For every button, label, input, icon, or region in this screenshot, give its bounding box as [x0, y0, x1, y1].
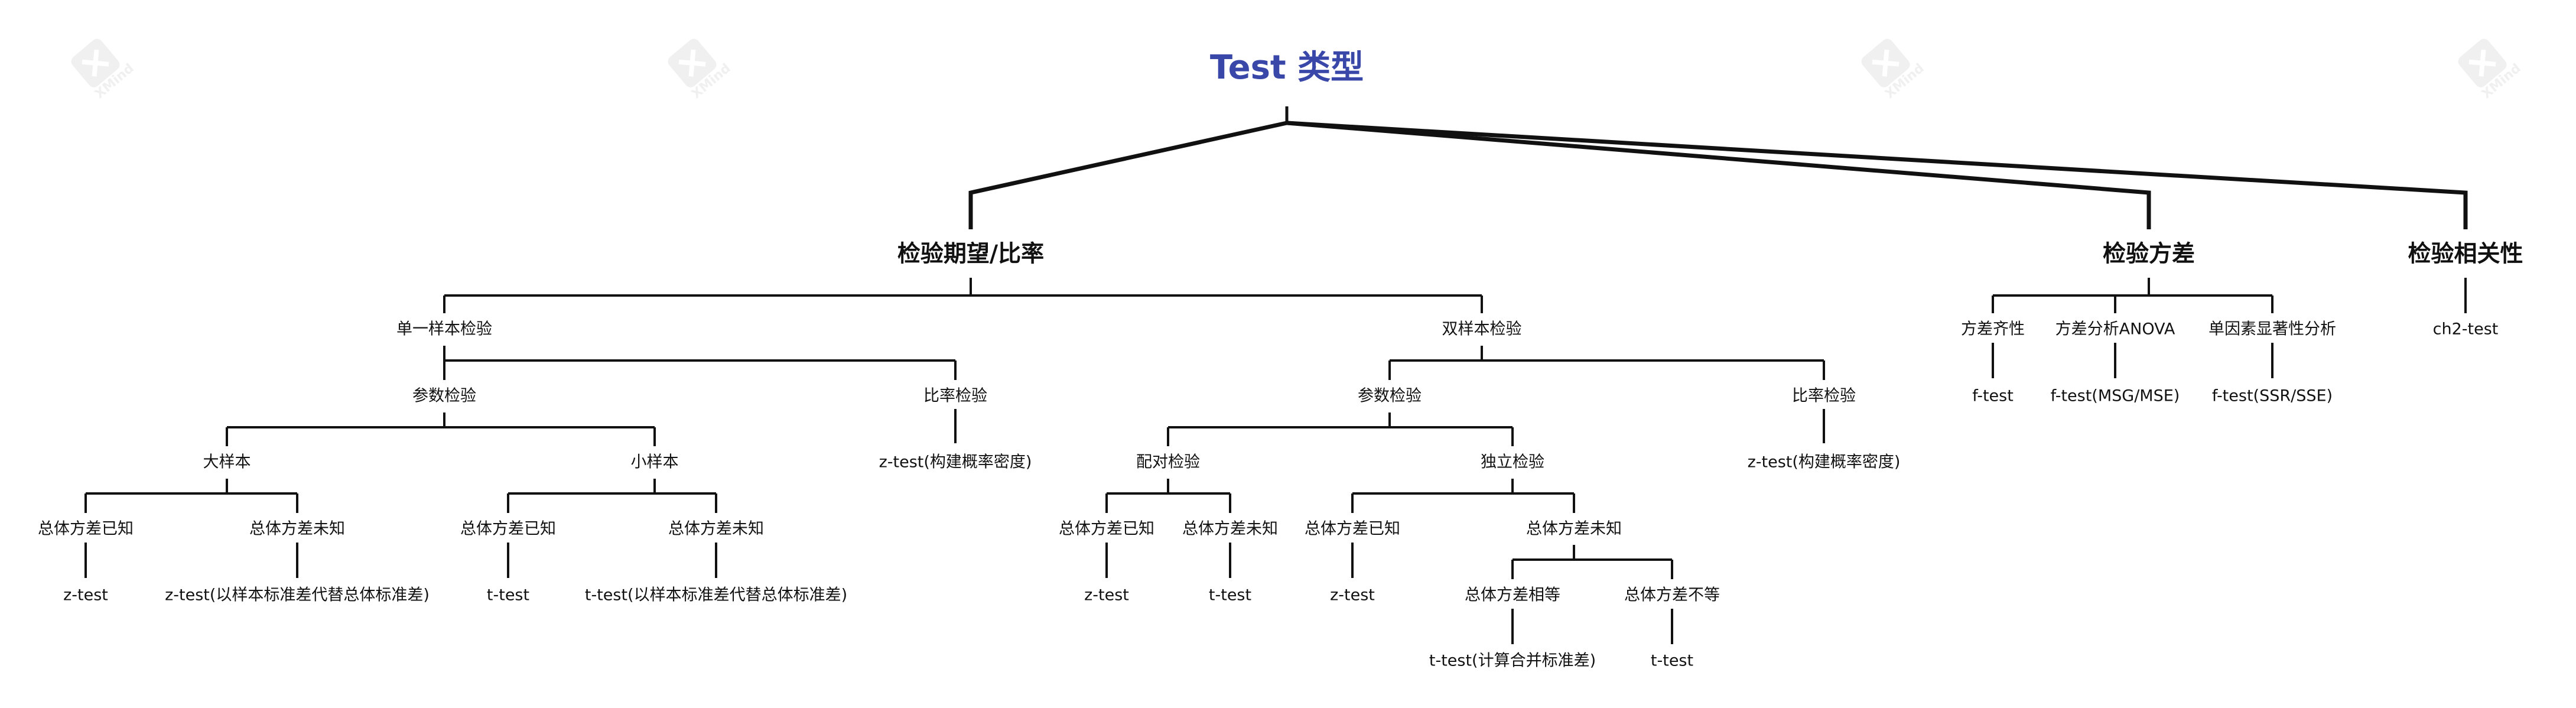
topic-large-known[interactable]: 总体方差已知 [38, 519, 134, 538]
topic-single-factor-leaf[interactable]: f-test(SSR/SSE) [2211, 387, 2333, 405]
topic-small-known-leaf[interactable]: t-test [486, 586, 530, 605]
watermark-logo: XMind [659, 26, 741, 110]
topic-double-sample[interactable]: 双样本检验 [1442, 320, 1522, 339]
topic-paired-test[interactable]: 配对检验 [1136, 453, 1200, 472]
topic-paired-known[interactable]: 总体方差已知 [1059, 519, 1154, 538]
topic-homogeneity[interactable]: 方差齐性 [1961, 320, 2025, 339]
watermark-logo: XMind [2449, 26, 2532, 110]
topic-paired-unknown[interactable]: 总体方差未知 [1182, 519, 1278, 538]
topic-small-unknown-leaf[interactable]: t-test(以样本标准差代替总体标准差) [584, 586, 848, 605]
topic-paired-known-leaf[interactable]: z-test [1084, 586, 1129, 605]
topic-single-param[interactable]: 参数检验 [412, 387, 476, 405]
root-topic[interactable]: Test 类型 [1209, 48, 1364, 87]
topic-large-sample[interactable]: 大样本 [203, 453, 251, 472]
topic-indep-equal-leaf[interactable]: t-test(计算合并标准差) [1429, 651, 1596, 670]
xmind-logo-icon [668, 38, 717, 87]
topic-single-sample[interactable]: 单一样本检验 [396, 320, 492, 339]
topic-independent-test[interactable]: 独立检验 [1481, 453, 1544, 472]
topic-double-ratio-leaf[interactable]: z-test(构建概率密度) [1747, 453, 1901, 472]
topic-small-sample[interactable]: 小样本 [630, 453, 679, 472]
topic-indep-unknown[interactable]: 总体方差未知 [1526, 519, 1622, 538]
topic-large-known-leaf[interactable]: z-test [63, 586, 108, 605]
topic-anova[interactable]: 方差分析ANOVA [2055, 320, 2175, 339]
topic-single-ratio[interactable]: 比率检验 [923, 387, 987, 405]
topic-small-known[interactable]: 总体方差已知 [460, 519, 556, 538]
topic-paired-unknown-leaf[interactable]: t-test [1208, 586, 1252, 605]
topic-indep-unequal-leaf[interactable]: t-test [1650, 651, 1694, 670]
topic-small-unknown[interactable]: 总体方差未知 [668, 519, 764, 538]
topic-single-factor[interactable]: 单因素显著性分析 [2209, 320, 2336, 339]
watermark-logo: XMind [62, 26, 145, 110]
topic-homogeneity-leaf[interactable]: f-test [1972, 387, 2014, 405]
topic-large-unknown[interactable]: 总体方差未知 [249, 519, 345, 538]
topic-indep-equal[interactable]: 总体方差相等 [1465, 586, 1560, 605]
topic-double-param[interactable]: 参数检验 [1358, 387, 1422, 405]
xmind-logo-icon [2458, 38, 2507, 87]
topic-double-ratio[interactable]: 比率检验 [1792, 387, 1856, 405]
topic-correlation[interactable]: 检验相关性 [2408, 241, 2523, 268]
topic-indep-known[interactable]: 总体方差已知 [1305, 519, 1400, 538]
xmind-logo-icon [71, 38, 120, 87]
watermark-logo: XMind [1852, 26, 1935, 110]
topic-correlation-leaf[interactable]: ch2-test [2432, 320, 2499, 339]
topic-variance[interactable]: 检验方差 [2102, 241, 2196, 268]
topic-expect-ratio[interactable]: 检验期望/比率 [897, 241, 1045, 268]
topic-single-ratio-leaf[interactable]: z-test(构建概率密度) [879, 453, 1032, 472]
topic-indep-unequal[interactable]: 总体方差不等 [1624, 586, 1720, 605]
topic-anova-leaf[interactable]: f-test(MSG/MSE) [2050, 387, 2180, 405]
topic-indep-known-leaf[interactable]: z-test [1330, 586, 1375, 605]
topic-large-unknown-leaf[interactable]: z-test(以样本标准差代替总体标准差) [165, 586, 430, 605]
xmind-logo-icon [1861, 38, 1910, 87]
